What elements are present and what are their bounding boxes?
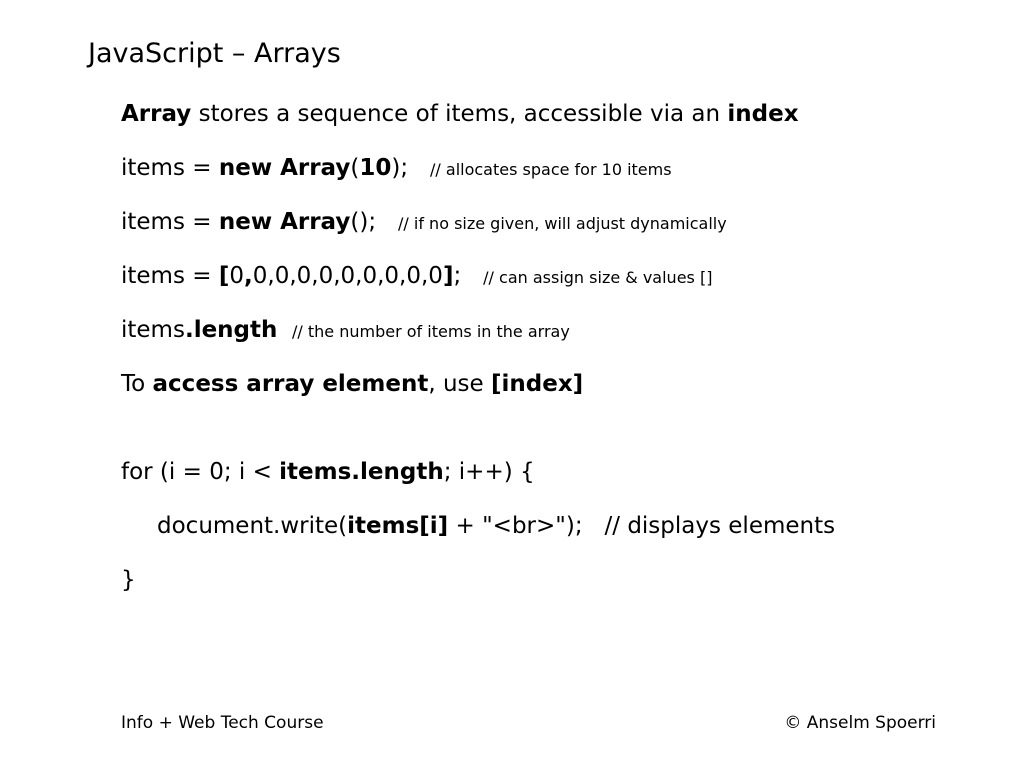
code-text: + "<br>"); // displays elements — [448, 513, 836, 539]
code-keyword: ] — [442, 263, 454, 289]
code-keyword: [index] — [491, 371, 584, 397]
document-write-line: document.write(items[i] + "<br>"); // di… — [157, 513, 835, 541]
code-line-allocate: items = new Array(10); // allocates spac… — [121, 155, 672, 183]
code-line-length: items.length // the number of items in t… — [121, 317, 570, 345]
code-line-dynamic: items = new Array(); // if no size given… — [121, 209, 727, 237]
slide-title: JavaScript – Arrays — [88, 38, 341, 69]
code-text: document.write( — [157, 513, 348, 539]
code-text: ); — [391, 155, 431, 181]
code-text: (); — [350, 209, 399, 235]
code-keyword: [ — [218, 263, 230, 289]
code-text: } — [121, 567, 136, 593]
code-comment: // the number of items in the array — [292, 322, 570, 341]
code-keyword: items.length — [279, 459, 444, 485]
code-keyword: , — [244, 263, 253, 289]
code-text: , use — [428, 371, 491, 397]
access-line: To access array element, use [index] — [121, 371, 583, 399]
intro-text: stores a sequence of items, accessible v… — [191, 101, 728, 127]
code-text: 0 — [229, 263, 244, 289]
code-keyword: new Array — [218, 209, 351, 235]
array-keyword: Array — [121, 101, 192, 127]
code-text: items — [121, 317, 185, 343]
code-line-literal: items = [0,0,0,0,0,0,0,0,0,0]; // can as… — [121, 263, 712, 291]
code-text: ; i++) { — [443, 459, 535, 485]
index-keyword: index — [727, 101, 799, 127]
code-comment: // if no size given, will adjust dynamic… — [398, 214, 727, 233]
code-text: for (i = 0; i < — [121, 459, 280, 485]
intro-line: Array stores a sequence of items, access… — [121, 101, 799, 129]
code-comment: // allocates space for 10 items — [430, 160, 672, 179]
code-keyword: items[i] — [347, 513, 449, 539]
for-loop-line: for (i = 0; i < items.length; i++) { — [121, 459, 535, 487]
code-keyword: .length — [184, 317, 278, 343]
code-keyword: 10 — [359, 155, 392, 181]
code-keyword: new Array — [218, 155, 351, 181]
code-comment: // can assign size & values [] — [483, 268, 713, 287]
code-text: ; — [453, 263, 484, 289]
closing-brace-line: } — [121, 567, 136, 595]
code-text: items = — [121, 155, 219, 181]
code-text: To — [121, 371, 153, 397]
footer-course: Info + Web Tech Course — [121, 713, 324, 733]
code-text: items = — [121, 263, 219, 289]
code-text: ( — [350, 155, 360, 181]
code-text: 0,0,0,0,0,0,0,0,0 — [252, 263, 443, 289]
code-text — [277, 317, 292, 343]
code-text: items = — [121, 209, 219, 235]
footer-author: © Anselm Spoerri — [784, 713, 936, 733]
code-keyword: access array element — [152, 371, 429, 397]
